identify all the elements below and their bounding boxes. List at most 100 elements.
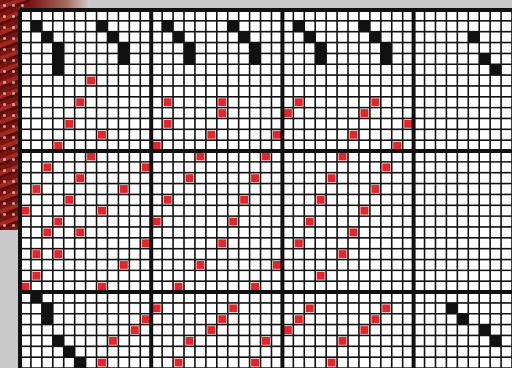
red-stitch-cell [54,218,62,226]
red-stitch-cell [404,120,412,128]
red-stitch-cell [251,174,259,182]
red-stitch-cell [76,174,84,182]
red-stitch-cell [153,218,161,226]
red-stitch-cell [251,359,259,367]
red-stitch-cell [295,315,303,323]
red-stitch-cell [218,239,226,247]
red-stitch-cell [164,120,172,128]
black-stitch-cell [53,335,64,346]
black-stitch-cell [118,53,129,64]
black-stitch-cell [42,303,53,314]
black-stitch-cell [184,43,195,54]
red-stitch-cell [32,250,40,258]
black-stitch-cell [53,53,64,64]
black-stitch-cell [315,43,326,54]
red-stitch-cell [186,337,194,345]
black-stitch-cell [490,335,501,346]
red-stitch-cell [360,109,368,117]
red-stitch-cell [382,163,390,171]
black-stitch-cell [31,21,42,32]
black-stitch-cell [293,21,304,32]
red-stitch-cell [284,109,292,117]
black-stitch-cell [250,53,261,64]
black-stitch-cell [370,32,381,43]
black-stitch-cell [53,64,64,75]
red-stitch-cell [175,283,183,291]
red-stitch-cell [207,131,215,139]
red-stitch-cell [328,174,336,182]
black-stitch-cell [381,43,392,54]
red-stitch-cell [273,261,281,269]
red-stitch-cell [43,163,51,171]
red-stitch-cell [207,326,215,334]
red-stitch-cell [175,359,183,367]
black-stitch-cell [479,53,490,64]
red-stitch-cell [393,142,401,150]
red-stitch-cell [371,315,379,323]
red-stitch-cell [339,337,347,345]
black-stitch-cell [107,32,118,43]
red-stitch-cell [317,196,325,204]
black-stitch-cell [250,43,261,54]
red-stitch-cell [295,239,303,247]
red-stitch-cell [164,98,172,106]
red-stitch-cell [382,304,390,312]
black-stitch-cell [173,32,184,43]
red-stitch-cell [153,304,161,312]
red-stitch-cell [273,131,281,139]
red-stitch-cell [98,131,106,139]
red-stitch-cell [65,120,73,128]
red-stitch-cell [218,98,226,106]
red-stitch-cell [98,359,106,367]
red-stitch-cell [32,272,40,280]
red-stitch-cell [142,163,150,171]
red-stitch-cell [196,261,204,269]
red-stitch-cell [371,185,379,193]
red-stitch-cell [98,283,106,291]
red-stitch-cell [98,207,106,215]
red-stitch-cell [186,174,194,182]
black-stitch-cell [239,32,250,43]
red-stitch-cell [306,304,314,312]
red-stitch-cell [350,228,358,236]
red-stitch-cell [22,207,30,215]
black-stitch-cell [97,21,108,32]
red-stitch-cell [371,98,379,106]
black-stitch-cell [75,357,86,368]
red-stitch-cell [153,142,161,150]
black-stitch-cell [118,43,129,54]
red-stitch-cell [306,218,314,226]
red-stitch-cell [229,304,237,312]
black-stitch-cell [64,346,75,357]
black-stitch-cell [381,53,392,64]
red-stitch-cell [87,77,95,85]
red-stitch-cell [218,109,226,117]
red-stitch-cell [262,153,270,161]
black-stitch-cell [184,53,195,64]
black-stitch-cell [42,32,53,43]
red-stitch-cell [120,185,128,193]
red-stitch-cell [196,153,204,161]
black-stitch-cell [162,21,173,32]
red-stitch-cell [218,315,226,323]
red-stitch-cell [142,315,150,323]
red-stitch-cell [295,98,303,106]
red-stitch-cell [251,283,259,291]
red-stitch-cell [317,272,325,280]
black-stitch-cell [359,21,370,32]
black-stitch-cell [304,32,315,43]
red-stitch-cell [32,185,40,193]
red-stitch-cell [22,283,30,291]
red-stitch-cell [339,250,347,258]
red-stitch-cell [350,131,358,139]
black-stitch-cell [479,325,490,336]
black-stitch-cell [42,314,53,325]
red-stitch-cell [131,326,139,334]
red-stitch-cell [76,98,84,106]
red-stitch-cell [120,261,128,269]
red-stitch-cell [240,196,248,204]
red-stitch-cell [43,228,51,236]
black-stitch-cell [315,53,326,64]
